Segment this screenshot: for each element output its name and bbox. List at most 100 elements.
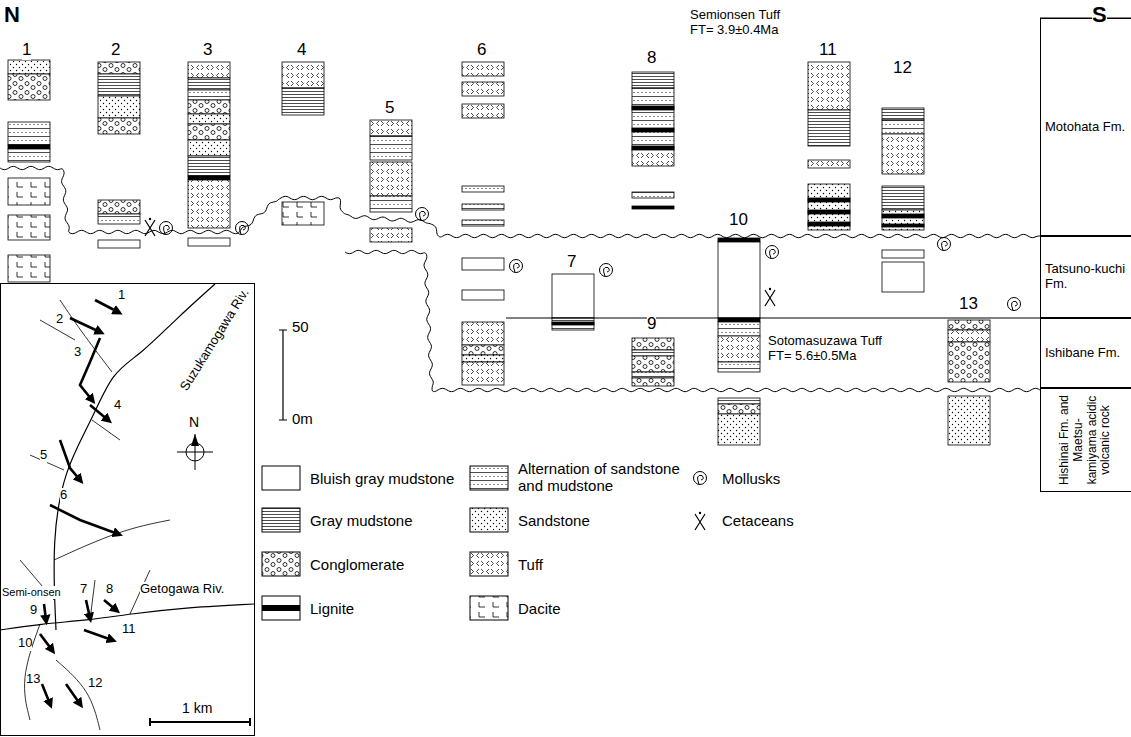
legend-swatch [262,508,300,532]
cetacean-symbol [765,290,775,306]
rock-layer [462,204,504,210]
rock-layer [632,106,674,110]
rock-layer [462,186,504,192]
legend-swatch [262,466,300,490]
section-column [370,120,412,242]
map-callout-number: 8 [106,582,113,597]
legend-text: Sandstone [518,512,590,529]
river-line [56,660,100,730]
layout-shape [262,508,300,532]
rock-layer [188,100,230,114]
map-callout-number: 3 [74,345,81,360]
section-column [462,62,504,385]
section-route [90,405,108,420]
rock-layer [948,342,990,382]
legend-swatch [262,596,300,620]
rock-layer [808,210,850,214]
map-callout-number: 1 [118,288,125,303]
section-column [948,320,990,445]
column-number: 10 [729,210,748,230]
rock-layer [718,336,760,362]
map-callout-number: 2 [56,312,63,327]
rock-layer [188,140,230,156]
rock-layer [632,378,674,386]
rock-layer [370,136,412,160]
section-column [718,238,760,445]
rock-layer [808,160,850,168]
rock-layer [462,104,504,118]
rock-layer [882,250,924,258]
rock-layer [948,330,990,342]
rock-layer [462,355,504,362]
unconformity-line [345,250,1040,391]
rock-layer [808,184,850,230]
rock-layer [632,206,674,209]
section-column [632,72,674,209]
rock-layer [632,128,674,132]
rock-layer [882,224,924,227]
river-line [54,284,215,630]
rock-layer [882,108,924,120]
column-number: 7 [567,252,576,272]
section-route [42,684,50,704]
legend-swatch [262,552,300,576]
compass [191,434,199,446]
legend-text: Lignite [310,600,354,617]
rock-layer [188,90,230,100]
rock-layer [632,350,674,356]
rock-layer [98,74,140,96]
section-route [80,338,100,400]
layout-shape [698,475,704,484]
scale-label: 50 [292,318,309,335]
layout-shape [470,466,508,490]
rock-layer [882,186,924,210]
rock-layer [8,178,50,205]
formation-boundary [506,318,1040,319]
column-number: 12 [893,58,912,78]
rock-layer [718,318,760,322]
formation-box: Tatsuno-kuchi Fm. [1040,236,1131,318]
section-route [40,634,52,650]
layout-shape [514,263,520,272]
rock-layer [808,198,850,202]
rock-layer [8,74,50,100]
rock-layer [188,62,230,78]
layout-shape [470,596,508,620]
mollusk-symbol [766,246,779,259]
map-callout-number: 12 [88,676,102,691]
column-number: 1 [22,40,31,60]
legend-text: Tuff [518,556,543,573]
cetacean-symbol [695,514,705,530]
rock-layer [462,345,504,355]
rock-layer [808,222,850,226]
section-column [188,62,230,246]
layout-shape [470,552,508,576]
direction-label: N [4,2,20,27]
section-column [882,108,924,292]
rock-layer [882,210,924,230]
layout-shape [262,605,300,611]
rock-layer [632,146,674,150]
rock-layer [632,338,674,350]
rock-layer [632,88,674,150]
section-column [632,338,674,386]
rock-layer [882,120,924,134]
rock-layer [462,82,504,96]
section-route [86,600,90,618]
rock-layer [282,62,324,88]
map-label: 1 km [182,700,212,716]
mollusk-symbol [416,208,429,221]
rock-layer [370,162,412,196]
formation-box: Ishibane Fm. [1040,318,1131,388]
rock-layer [8,122,50,145]
rock-layer [462,258,504,270]
map-callout-number: 4 [114,398,121,413]
column-number: 4 [297,40,306,60]
rock-layer [8,255,50,282]
rock-layer [462,362,504,385]
rock-layer [948,320,990,330]
section-column [282,62,324,225]
rock-layer [370,196,412,212]
formation-box: Hishinai Fm. and Maetsu-kamiyama acidic … [1040,388,1131,492]
scale-bar [279,330,287,420]
